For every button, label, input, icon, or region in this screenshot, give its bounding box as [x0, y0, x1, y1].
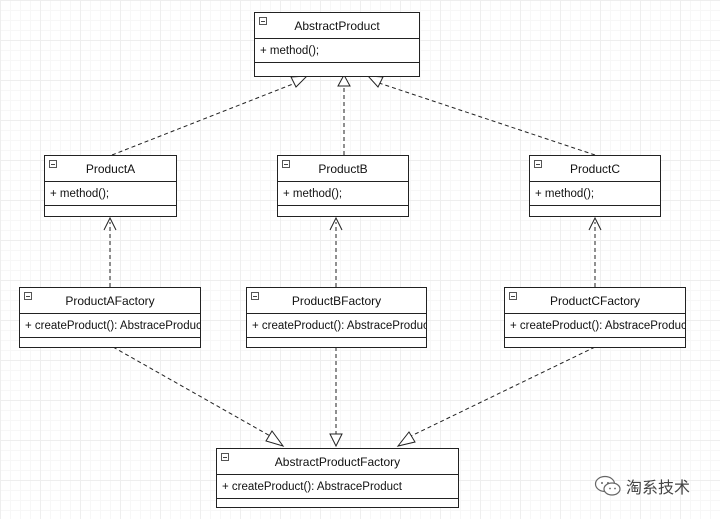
class-method: + method();	[283, 187, 343, 200]
class-name: ProductCFactory	[549, 293, 641, 308]
triangle-head-factory-b	[329, 433, 343, 448]
collapse-icon[interactable]	[251, 292, 259, 300]
collapse-icon[interactable]	[259, 17, 267, 25]
class-method: + createProduct(): AbstraceProduct	[252, 319, 427, 332]
class-productc[interactable]: ProductC + method();	[529, 155, 661, 217]
class-method: + method();	[260, 44, 320, 57]
realization-line-productc	[375, 81, 596, 156]
realization-line-producta	[111, 81, 299, 156]
collapse-icon[interactable]	[509, 292, 517, 300]
open-arrow-producta	[103, 216, 117, 231]
open-arrow-productc	[588, 216, 602, 231]
class-method: + createProduct(): AbstraceProduct	[25, 319, 201, 332]
class-name: ProductB	[318, 161, 368, 176]
triangle-head-producta	[290, 75, 309, 88]
generalization-line-factory-a	[112, 346, 273, 438]
collapse-icon[interactable]	[534, 160, 542, 168]
class-method: + method();	[535, 187, 595, 200]
collapse-icon[interactable]	[282, 160, 290, 168]
collapse-icon[interactable]	[49, 160, 57, 168]
class-name: ProductC	[569, 161, 621, 176]
wechat-icon	[594, 475, 621, 496]
class-name: AbstractProductFactory	[274, 454, 401, 469]
class-abstract-product-factory[interactable]: AbstractProductFactory + createProduct()…	[216, 448, 459, 508]
class-name: AbstractProduct	[294, 18, 380, 33]
class-method: + method();	[50, 187, 110, 200]
class-method: + createProduct(): AbstraceProduct	[222, 480, 402, 493]
watermark: 淘系技术	[594, 474, 690, 498]
class-producta-factory[interactable]: ProductAFactory + createProduct(): Abstr…	[19, 287, 201, 348]
collapse-icon[interactable]	[221, 453, 229, 461]
triangle-head-factory-a	[265, 430, 285, 447]
class-name: ProductAFactory	[65, 293, 155, 308]
triangle-head-factory-c	[396, 431, 416, 447]
open-arrow-productb	[329, 216, 343, 231]
class-name: ProductA	[85, 161, 136, 176]
class-method: + createProduct(): AbstraceProduct	[510, 319, 686, 332]
generalization-line-factory-c	[408, 346, 596, 438]
collapse-icon[interactable]	[24, 292, 32, 300]
triangle-head-productc	[366, 75, 384, 88]
class-productb[interactable]: ProductB + method();	[277, 155, 409, 217]
triangle-head-productb	[337, 73, 351, 87]
watermark-text: 淘系技术	[626, 480, 691, 497]
class-abstract-product[interactable]: AbstractProduct + method();	[254, 12, 420, 77]
class-name: ProductBFactory	[291, 293, 382, 308]
class-productb-factory[interactable]: ProductBFactory + createProduct(): Abstr…	[246, 287, 427, 348]
class-productc-factory[interactable]: ProductCFactory + createProduct(): Abstr…	[504, 287, 686, 348]
class-producta[interactable]: ProductA + method();	[44, 155, 177, 217]
